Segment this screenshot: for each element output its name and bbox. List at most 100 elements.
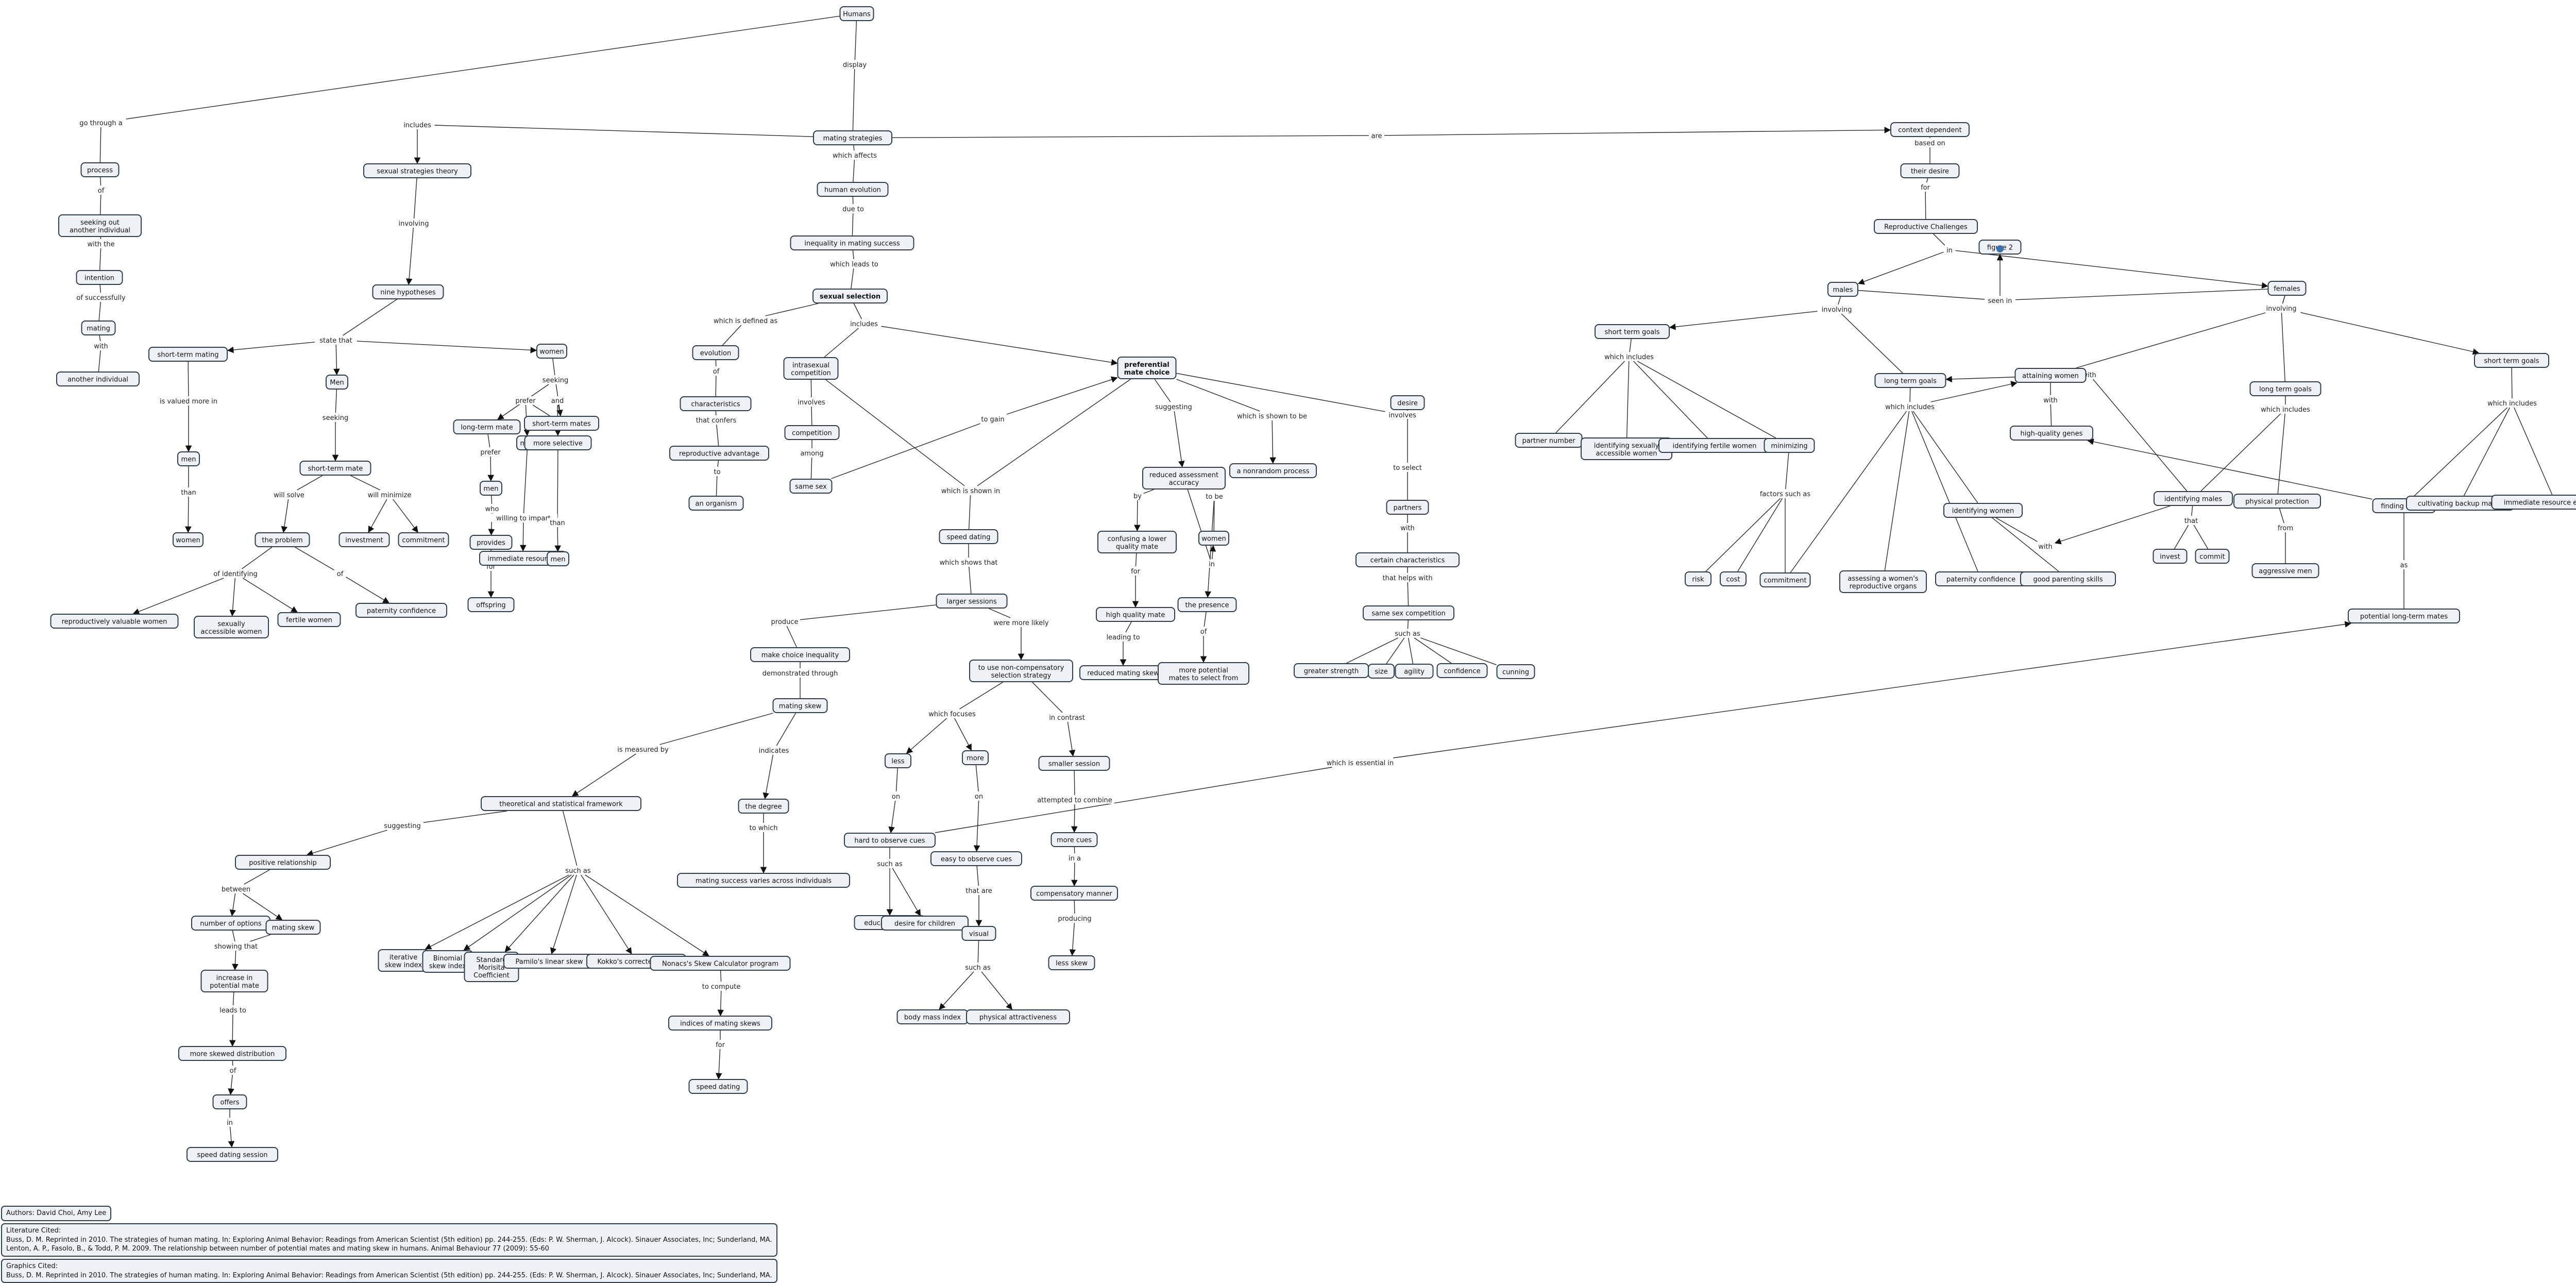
connector-line — [1071, 804, 1078, 833]
link-label-text: for — [1131, 568, 1141, 576]
concept-the-degree: the degree — [738, 799, 789, 814]
concept-aggressive-men: aggressive men — [2251, 563, 2319, 578]
concept-text: greater strength — [1304, 668, 1359, 676]
concept-the-presence: the presence — [1177, 597, 1237, 612]
concept-compensatory: compensatory manner — [1030, 886, 1118, 901]
link-label-bg — [400, 121, 434, 129]
link-label-shows-that: which shows that — [937, 558, 1001, 567]
concept-text: context dependent — [1898, 127, 1961, 134]
concept-potential-lt-mates: potential long-term mates — [2348, 609, 2460, 623]
concept-box — [187, 1147, 278, 1162]
link-label-bg — [755, 746, 793, 754]
concept-paternity-conf-b: paternity confidence — [355, 603, 447, 618]
concept-text: short-term mate — [308, 465, 363, 473]
connector-line — [939, 971, 974, 1010]
link-label-bg — [1318, 758, 1402, 767]
link-label-text: seeking — [323, 414, 348, 422]
link-label-bg — [1035, 796, 1114, 804]
connector-line — [852, 213, 854, 236]
concept-short-term-mates-w: short-term mates — [524, 416, 599, 431]
link-label-text: which shows that — [940, 559, 998, 567]
concept-mating-strategies: mating strategies — [813, 130, 892, 145]
concept-text: identifying males — [2164, 496, 2222, 503]
link-label-bg — [2257, 405, 2314, 413]
link-label-bg — [2041, 396, 2060, 404]
connector-line — [1204, 612, 1207, 627]
concept-short-term-goals-m: short term goals — [1595, 324, 1670, 339]
concept-box — [1436, 663, 1488, 678]
connector-line — [1386, 637, 1405, 664]
link-label-bg — [962, 886, 996, 894]
concept-good-parenting: good parenting skills — [2020, 571, 2116, 586]
link-label-text: from — [2278, 525, 2293, 532]
link-label-bg — [224, 1118, 235, 1126]
concept-nonrandom: a nonrandom process — [1229, 463, 1317, 478]
link-label-bg — [1203, 492, 1226, 500]
link-label-text: involves — [1388, 412, 1416, 419]
connectors — [98, 15, 2553, 1148]
link-label-text: who — [485, 505, 499, 513]
link-label-such-as3: such as — [963, 963, 993, 972]
link-label-bg — [1818, 305, 1856, 313]
concept-box — [173, 532, 204, 547]
connector-line — [487, 456, 494, 482]
connector-line — [1992, 517, 2059, 572]
connector-line — [100, 177, 101, 186]
connector-line — [357, 341, 537, 353]
link-label-than2: than — [548, 518, 567, 527]
connector-line — [343, 299, 397, 336]
link-label-in-contrast: in contrast — [1044, 713, 1090, 722]
connector-line — [976, 866, 979, 886]
concept-sexual-selection: sexual selection — [812, 289, 888, 303]
link-label-bg — [973, 792, 985, 800]
link-label-seeking-m: seeking — [320, 413, 350, 422]
link-label-will-solve: will solve — [268, 491, 310, 499]
link-label-text: by — [1133, 493, 1142, 500]
link-label-bg — [2398, 561, 2410, 569]
link-label-text: will solve — [274, 492, 304, 499]
link-label-bg — [615, 745, 671, 753]
connector-line — [368, 499, 387, 533]
connector-line — [2300, 312, 2480, 355]
concept-box — [936, 594, 1008, 609]
concept-evolution: evolution — [692, 345, 739, 360]
concept-text: provides — [477, 539, 505, 547]
link-label-bg — [770, 617, 800, 626]
link-label-text: on — [892, 793, 900, 801]
concept-same-sex: same sex — [789, 479, 833, 494]
link-label-of-pres: of — [1198, 627, 1209, 636]
concept-risk: risk — [1685, 571, 1711, 586]
link-label-text: of identifying — [213, 570, 258, 578]
connector-line — [1209, 545, 1216, 560]
concept-paternity-conf-m: paternity confidence — [1935, 571, 2027, 586]
concept-text: theoretical and statistical framework — [499, 801, 623, 808]
connector-line — [854, 21, 857, 60]
concept-text: agility — [1404, 668, 1425, 676]
connector-line — [523, 450, 528, 514]
connector-line — [1737, 498, 1783, 572]
concept-box — [680, 396, 752, 411]
concept-box — [547, 551, 569, 566]
concept-commit: commit — [2195, 549, 2230, 564]
connector-line — [1841, 313, 1903, 374]
concept-box — [790, 235, 914, 250]
concept-box — [817, 182, 889, 197]
link-label-bg — [84, 240, 118, 248]
connector-line — [1176, 373, 1385, 412]
concept-short-term-mating: short-term mating — [148, 347, 228, 362]
concept-box — [1685, 571, 1711, 586]
link-label-text: which includes — [1604, 353, 1654, 361]
link-label-leading-to: leading to — [1103, 633, 1144, 642]
connector-line — [852, 250, 854, 260]
concept-text: cost — [1726, 576, 1740, 584]
concept-box — [277, 612, 341, 627]
concept-women-stm: women — [173, 532, 204, 547]
connector-line — [2514, 407, 2553, 495]
link-label-bg — [847, 319, 881, 328]
link-label-suggesting1: suggesting — [1153, 402, 1194, 411]
link-label-text: to gain — [981, 416, 1004, 424]
